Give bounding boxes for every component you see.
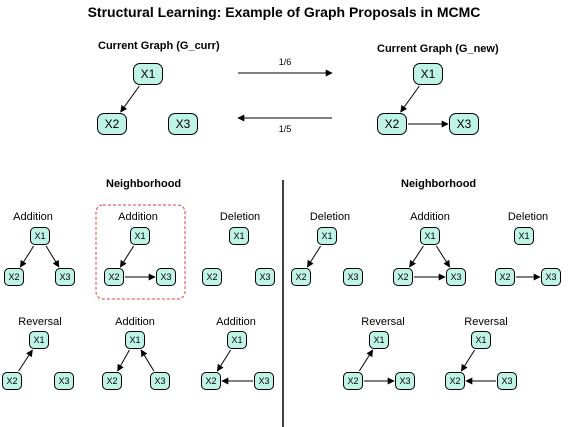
backward-probability: 1/5 (278, 124, 292, 134)
left-n4-node-x3: X3 (54, 372, 74, 390)
current-graph-header: Current Graph (G_curr) (98, 40, 220, 52)
left-n2-edge-x1-x2 (119, 245, 135, 268)
left-n1-node-x3: X3 (55, 268, 75, 286)
left-n5-label: Addition (115, 316, 155, 328)
right-neighborhood-header: Neighborhood (401, 178, 477, 190)
left-n4-node-x1: X1 (29, 331, 49, 349)
right-n1-node-x1: X1 (317, 227, 337, 245)
right-n1-node-x2: X2 (291, 268, 311, 286)
left-n5-node-x3: X3 (150, 372, 170, 390)
left-n1-node-x1: X1 (30, 227, 50, 245)
right-n4-node-x1: X1 (369, 331, 389, 349)
left-n1-edge-x1-x2 (19, 245, 35, 268)
left-n4-node-x2: X2 (2, 372, 22, 390)
left-n5-edge-x3-x1 (140, 349, 155, 372)
g-new-edge-x1-x2 (400, 85, 420, 113)
right-n1-edge-x1-x2 (306, 245, 322, 268)
left-n3-label: Deletion (219, 211, 261, 223)
left-n1-label: Addition (13, 211, 53, 223)
right-n1-node-x3: X3 (343, 268, 363, 286)
right-n1-label: Deletion (309, 211, 351, 223)
left-n6-node-x1: X1 (227, 331, 247, 349)
right-n2-node-x3: X3 (446, 268, 466, 286)
right-n4-node-x3: X3 (395, 372, 415, 390)
g-new-node-x1: X1 (413, 63, 443, 85)
left-n5-node-x1: X1 (125, 331, 145, 349)
left-n4-label: Reversal (18, 316, 62, 328)
highlight-box (95, 204, 186, 300)
left-n5-edge-x1-x2 (117, 349, 130, 372)
new-graph-header: Current Graph (G_new) (377, 43, 499, 55)
left-n2-node-x1: X1 (130, 227, 150, 245)
right-n2-node-x2: X2 (393, 268, 413, 286)
g-new-node-x2: X2 (377, 113, 407, 135)
left-n6-node-x3: X3 (254, 372, 274, 390)
edges-layer (18, 85, 541, 385)
forward-probability: 1/6 (278, 57, 292, 67)
right-n3-node-x2: X2 (495, 268, 515, 286)
right-n2-node-x1: X1 (420, 227, 440, 245)
g-new-node-x3: X3 (449, 113, 479, 135)
left-n6-node-x2: X2 (201, 372, 221, 390)
right-n4-label: Reversal (361, 316, 405, 328)
right-n3-node-x1: X1 (514, 227, 534, 245)
left-n4-edge-x2-x1 (18, 349, 33, 372)
right-n5-node-x1: X1 (471, 331, 491, 349)
right-n5-node-x3: X3 (497, 372, 517, 390)
g-curr-node-x1: X1 (133, 63, 163, 85)
right-n2-edge-x1-x2 (409, 245, 424, 268)
left-n2-node-x3: X3 (156, 268, 176, 286)
g-curr-edge-x1-x2 (120, 85, 140, 113)
right-n5-label: Reversal (464, 316, 508, 328)
right-n2-edge-x1-x3 (435, 245, 451, 268)
left-n3-node-x2: X2 (202, 268, 222, 286)
right-n4-node-x2: X2 (343, 372, 363, 390)
left-n2-node-x2: X2 (104, 268, 124, 286)
left-n3-node-x1: X1 (229, 227, 249, 245)
left-n2-label: Addition (118, 211, 158, 223)
g-curr-node-x3: X3 (168, 113, 198, 135)
left-n5-node-x2: X2 (102, 372, 122, 390)
right-n5-node-x2: X2 (445, 372, 465, 390)
right-n5-edge-x1-x2 (460, 349, 476, 372)
right-n2-label: Addition (410, 211, 450, 223)
left-n1-edge-x1-x3 (45, 245, 60, 268)
left-n6-label: Addition (216, 316, 256, 328)
left-n3-node-x3: X3 (255, 268, 275, 286)
left-n6-edge-x1-x2 (216, 349, 232, 372)
right-n3-label: Deletion (507, 211, 549, 223)
page-title: Structural Learning: Example of Graph Pr… (87, 4, 481, 20)
right-n4-edge-x2-x1 (358, 349, 374, 372)
g-curr-node-x2: X2 (97, 113, 127, 135)
left-n1-node-x2: X2 (4, 268, 24, 286)
right-n3-node-x3: X3 (541, 268, 561, 286)
left-neighborhood-header: Neighborhood (106, 178, 182, 190)
